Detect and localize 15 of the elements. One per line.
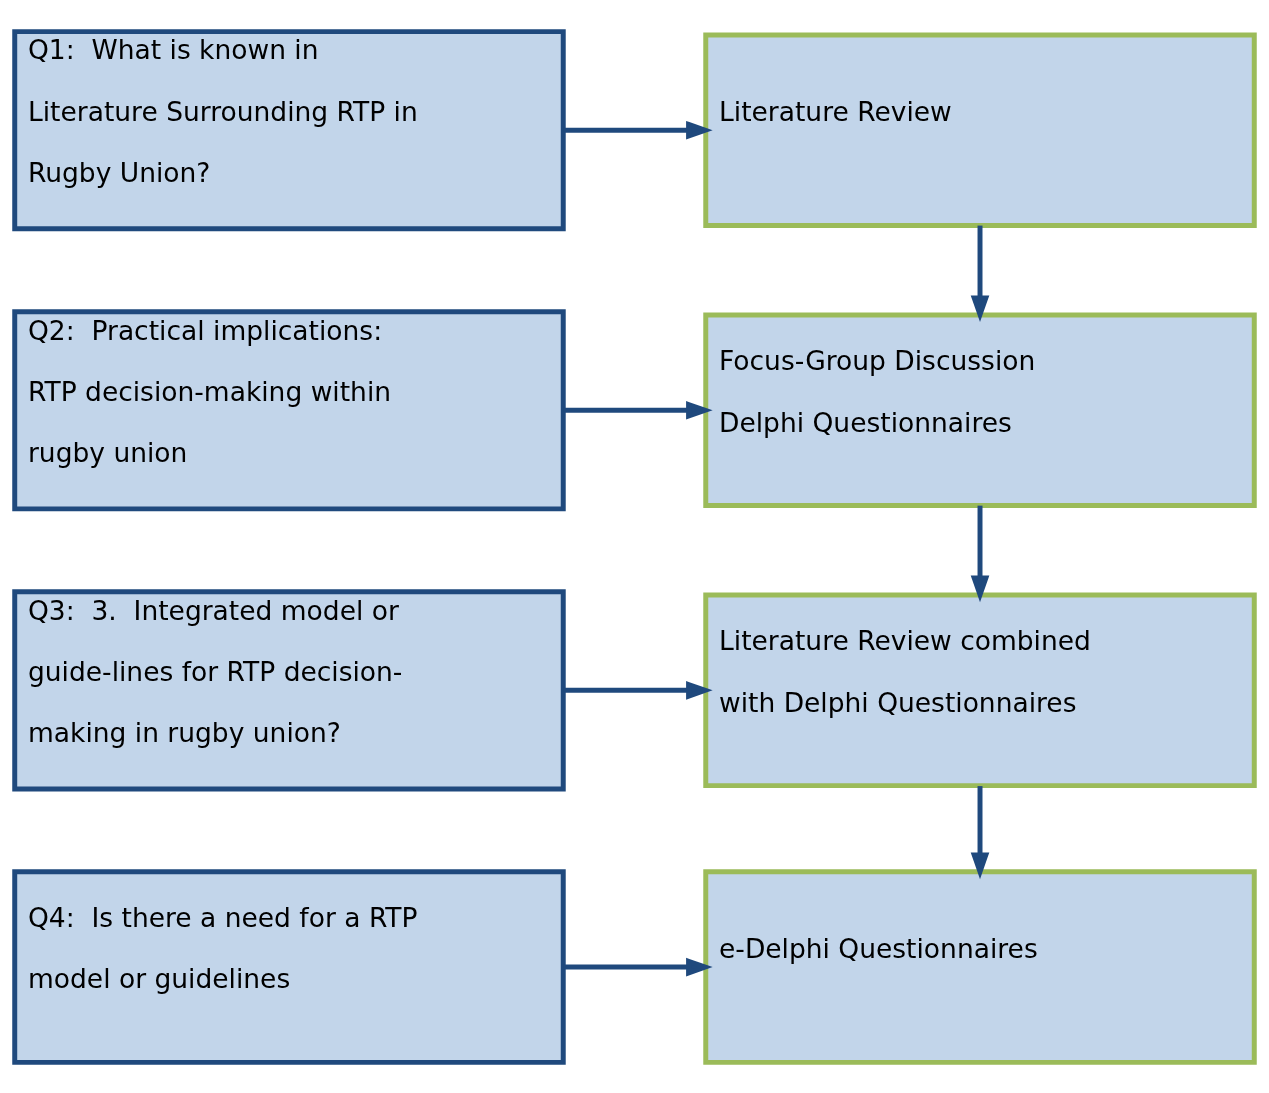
arrow bbox=[563, 120, 713, 140]
arrow bbox=[563, 957, 713, 976]
arrow bbox=[970, 505, 990, 602]
arrow bbox=[563, 400, 713, 420]
node-box: Q4: Is there a need for a RTP model or guidelines bbox=[12, 868, 566, 1065]
node-box: Literature Review combined with Delphi Questionnaires bbox=[703, 592, 1257, 788]
node-box: Literature Review bbox=[703, 31, 1257, 228]
node-box: Q3: 3. Integrated model or guide-lines for RTP decision-making in rugby union? bbox=[12, 588, 566, 791]
node-box: Q2: Practical implications: RTP decision-making within rugby union bbox=[12, 308, 566, 511]
node-box: Q1: What is known in Literature Surrounding RTP in Rugby Union? bbox=[12, 28, 566, 231]
arrow bbox=[970, 225, 990, 322]
arrow bbox=[563, 680, 713, 700]
arrow bbox=[970, 785, 990, 879]
node-box: e-Delphi Questionnaires bbox=[703, 868, 1257, 1065]
node-box: Focus-Group Discussion Delphi Questionnaires bbox=[703, 312, 1257, 508]
